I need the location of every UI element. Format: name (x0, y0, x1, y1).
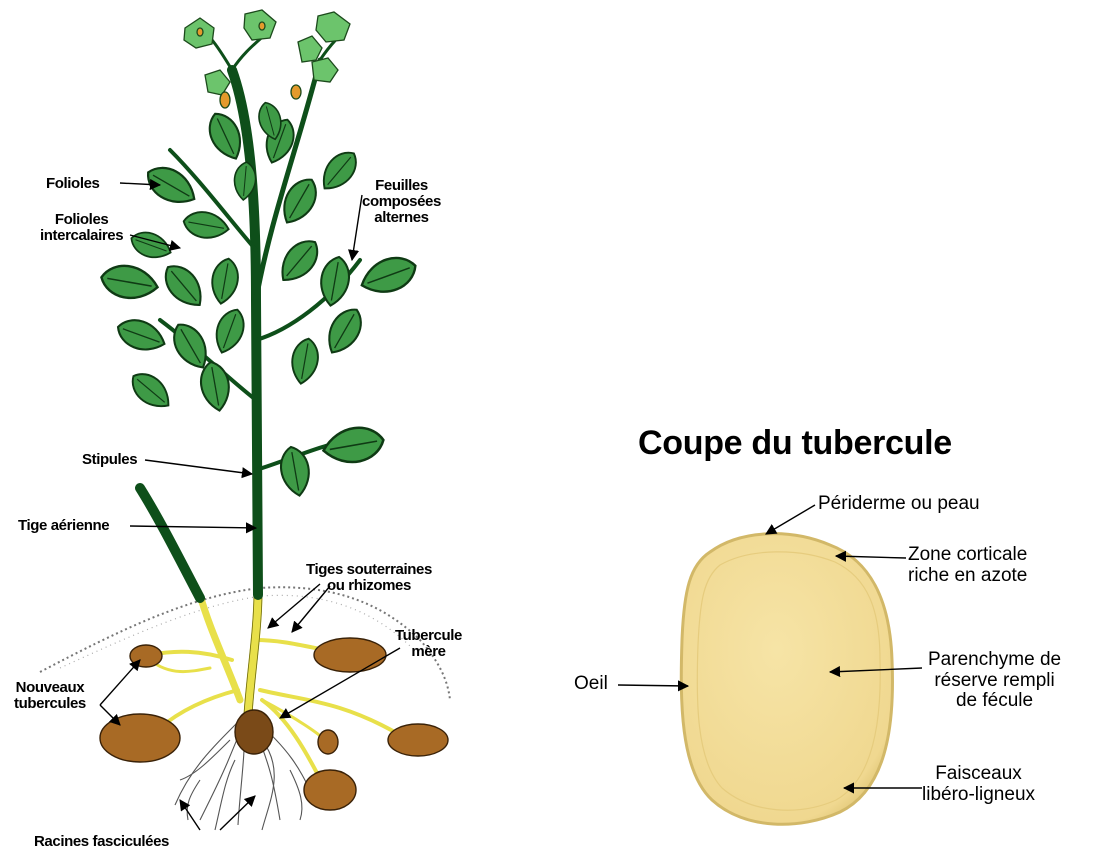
label-periderme: Périderme ou peau (818, 494, 980, 515)
tuber-small-mid (318, 730, 338, 754)
label-tubercule-mere-line2: mère (395, 644, 462, 660)
label-feuilles-line3: alternes (362, 210, 441, 226)
tuber-right-mid (388, 724, 448, 756)
label-tiges-souterraines: Tiges souterraines ou rhizomes (306, 562, 432, 594)
label-feuilles-composees: Feuilles composées alternes (362, 178, 441, 227)
flowers (184, 10, 350, 108)
rhizomes (150, 592, 400, 775)
label-folioles-intercalaires-line1: Folioles (40, 212, 123, 228)
label-parenchyme-line1: Parenchyme de (928, 650, 1061, 671)
label-nouveaux-line1: Nouveaux (14, 680, 86, 696)
tuber-bottom (304, 770, 356, 810)
label-stipules: Stipules (82, 452, 137, 468)
label-folioles-intercalaires-line2: intercalaires (40, 228, 123, 244)
label-parenchyme: Parenchyme de réserve rempli de fécule (928, 650, 1061, 712)
label-parenchyme-line2: réserve rempli (928, 671, 1061, 692)
label-tubercule-mere-line1: Tubercule (395, 628, 462, 644)
label-folioles: Folioles (46, 176, 99, 192)
label-tiges-line1: Tiges souterraines (306, 562, 432, 578)
tuber-right-top (314, 638, 386, 672)
soil-mound (40, 587, 450, 700)
label-faisceaux-line1: Faisceaux (922, 764, 1035, 785)
label-folioles-intercalaires: Folioles intercalaires (40, 212, 123, 244)
section-title: Coupe du tubercule (638, 424, 952, 463)
label-zone-corticale: Zone corticale riche en azote (908, 545, 1027, 586)
tuber-left-large (100, 714, 180, 762)
label-nouveaux-line2: tubercules (14, 696, 86, 712)
label-tige-aerienne: Tige aérienne (18, 518, 109, 534)
tuber-section (681, 534, 892, 825)
tuber-mere (235, 710, 273, 754)
label-feuilles-line1: Feuilles (362, 178, 441, 194)
label-nouveaux-tubercules: Nouveaux tubercules (14, 680, 86, 712)
label-oeil: Oeil (574, 674, 608, 695)
tuber-small-left (130, 645, 162, 667)
label-faisceaux: Faisceaux libéro-ligneux (922, 764, 1035, 805)
stems (140, 28, 360, 598)
label-zone-line1: Zone corticale (908, 545, 1027, 566)
label-feuilles-line2: composées (362, 194, 441, 210)
label-tiges-line2: ou rhizomes (306, 578, 432, 594)
label-racines-fasciculees: Racines fasciculées (34, 834, 169, 850)
label-tubercule-mere: Tubercule mère (395, 628, 462, 660)
label-faisceaux-line2: libéro-ligneux (922, 785, 1035, 806)
label-zone-line2: riche en azote (908, 566, 1027, 587)
label-parenchyme-line3: de fécule (928, 691, 1061, 712)
